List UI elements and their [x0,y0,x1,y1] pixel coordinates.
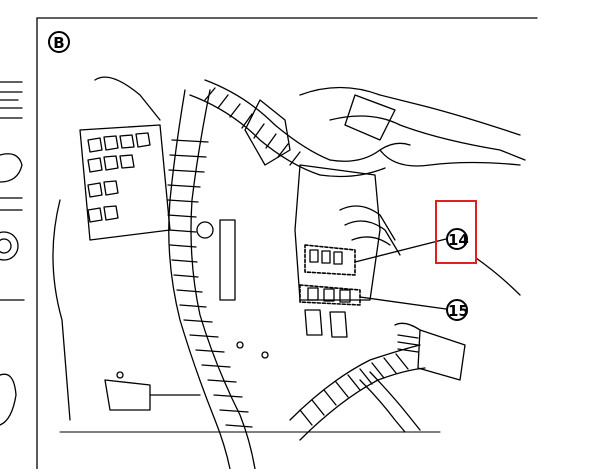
lower-bracket [104,219,269,411]
right-wire-bundle [339,205,401,256]
leader-line-14 [354,238,447,263]
connector-bracket [294,164,381,338]
pointer-arc [475,257,521,296]
leader-line-15 [359,296,447,310]
callout-14: 14 [446,228,469,250]
callout-15: 15 [446,299,469,321]
callout-14-highlight [435,200,477,264]
left-panel-fragment [0,81,25,426]
main-harness [167,89,256,470]
upper-panel-edge [94,76,161,121]
panel-label: B [48,31,70,53]
fuse-block [79,124,171,241]
dash-panel-edge [52,199,71,421]
upper-harness [189,79,411,178]
steering-column-area [244,86,526,167]
lower-right-harness [289,322,466,441]
